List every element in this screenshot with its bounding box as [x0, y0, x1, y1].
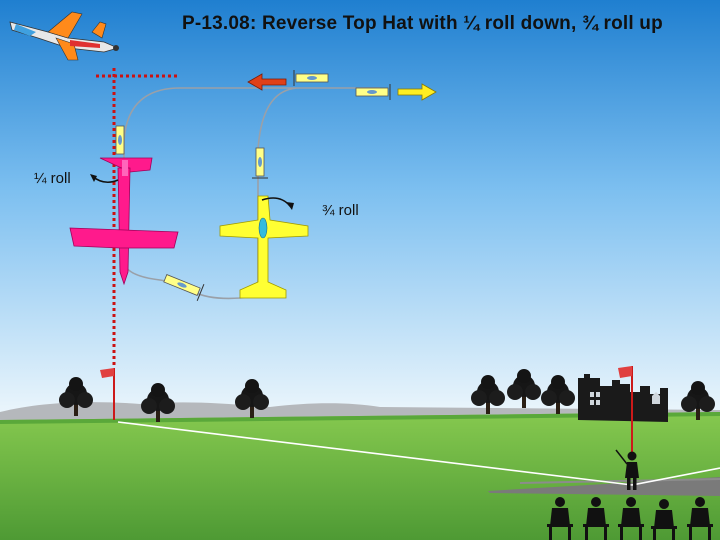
diagram-title: P-13.08: Reverse Top Hat with ¼ roll dow… — [182, 13, 663, 34]
pilot-icon — [615, 449, 639, 490]
small-plane-icon — [252, 147, 268, 179]
small-plane-icon — [115, 125, 125, 155]
small-plane-icon — [355, 84, 391, 100]
small-plane-icon — [163, 274, 205, 302]
grass-field — [0, 412, 720, 540]
quarter-roll-label: ¼ roll — [34, 170, 71, 187]
sky — [0, 0, 720, 420]
sight-line-left — [117, 421, 633, 486]
flag-icon — [100, 368, 115, 420]
runway — [488, 477, 720, 496]
pink-plane-icon — [69, 157, 179, 286]
arrow-left-icon — [247, 73, 287, 91]
castle-ruin-icon — [578, 374, 668, 422]
sight-line-right — [631, 467, 720, 486]
flag-icon — [618, 366, 633, 452]
grass-strip — [0, 412, 720, 424]
three-quarter-roll-label: ¾ roll — [322, 202, 359, 219]
yellow-plane-icon — [219, 195, 309, 299]
arrow-right-icon — [397, 83, 437, 101]
small-plane-icon — [293, 70, 329, 86]
aerobatic-plane-logo-icon — [9, 11, 120, 61]
